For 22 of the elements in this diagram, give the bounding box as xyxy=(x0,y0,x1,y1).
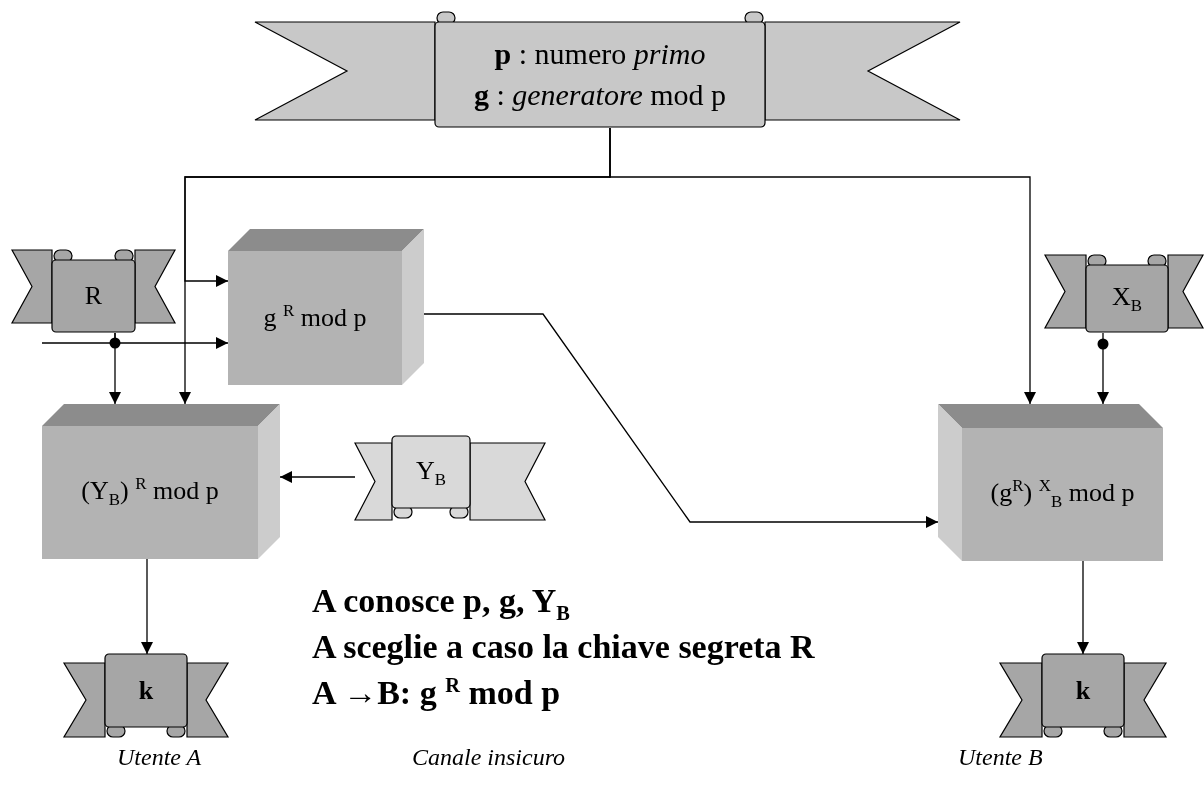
node-text: R xyxy=(84,280,103,313)
node-text: p : numero primo xyxy=(494,36,706,72)
node-text: (Y$_{B}$) $^{R}$ mod p xyxy=(81,473,219,512)
node-text: (g$^{R}$) $^{X}$$_{B}$ mod p xyxy=(990,475,1135,514)
note-text: A conosce p, g, Y$_{B}$ xyxy=(312,582,570,625)
note-text: A →B: g $^{R}$ mod p xyxy=(312,674,561,713)
arrow xyxy=(609,127,1036,405)
arrow xyxy=(423,313,939,528)
arrow xyxy=(279,471,356,483)
note-text: A sceglie a caso la chiave segreta R xyxy=(312,628,815,666)
caption-text: Utente A xyxy=(117,744,202,771)
node-text: g $^{R}$ mod p xyxy=(263,300,367,335)
node-text: Y$_{B}$ xyxy=(415,454,447,491)
node-text: k xyxy=(138,674,154,707)
node-text: g : generatore mod p xyxy=(473,76,727,113)
arrow xyxy=(141,558,153,655)
arrow xyxy=(109,332,121,405)
caption-text: Utente B xyxy=(958,744,1043,771)
node-text: X$_{B}$ xyxy=(1111,281,1143,318)
caption-text: Canale insicuro xyxy=(412,744,566,771)
node-text: k xyxy=(1075,674,1091,707)
arrow xyxy=(1097,332,1109,405)
